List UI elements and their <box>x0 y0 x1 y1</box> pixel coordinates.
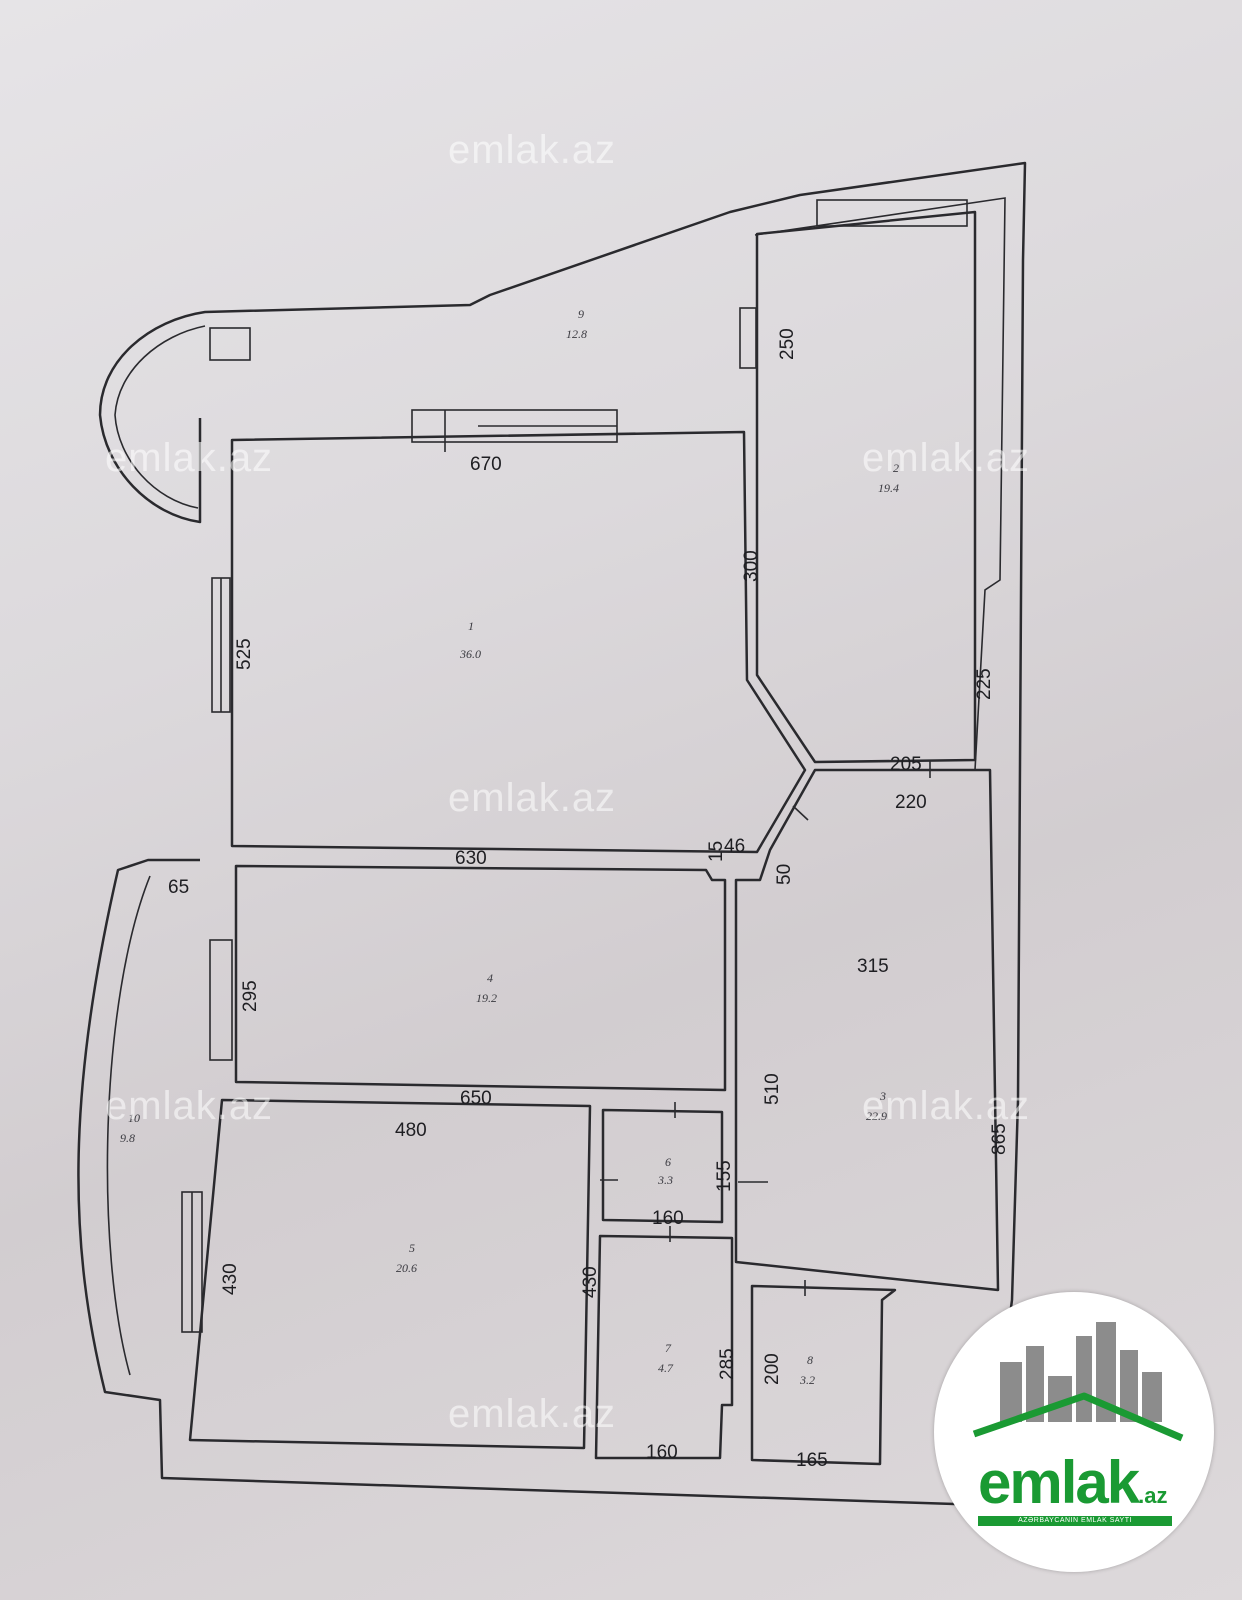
dim-label: 220 <box>895 792 927 813</box>
room-number: 10 <box>128 1111 140 1125</box>
dim-label: 650 <box>460 1088 492 1109</box>
room-3-walls <box>734 768 1000 1292</box>
room-7-walls <box>594 1234 734 1460</box>
room-area: 4.7 <box>658 1361 674 1375</box>
room-4-walls <box>234 864 727 1092</box>
room-number: 7 <box>665 1341 672 1355</box>
room-number: 3 <box>879 1089 886 1103</box>
room-area: 20.6 <box>396 1261 417 1275</box>
room-number: 2 <box>893 461 899 475</box>
watermark: emlak.az <box>448 128 617 172</box>
dim-label: 205 <box>890 754 922 775</box>
logo-wordmark: emlak.az <box>978 1448 1168 1517</box>
room-number: 5 <box>409 1241 415 1255</box>
logo-tld: .az <box>1138 1483 1168 1508</box>
outer-wall <box>77 161 1027 1507</box>
watermark: emlak.az <box>448 1392 617 1436</box>
dim-label: 15 <box>706 841 727 862</box>
top-right-wall-inner <box>754 197 1006 771</box>
dimension-labels: 670 250 300 525 225 205 220 630 15 46 50… <box>168 328 1010 1471</box>
room-1-walls <box>230 430 807 854</box>
dim-label: 430 <box>220 1263 241 1295</box>
room-labels: 1 36.0 2 19.4 3 22.9 4 19.2 5 20.6 6 3.3… <box>120 307 899 1387</box>
dim-label: 315 <box>857 956 889 977</box>
dim-label: 160 <box>646 1442 678 1463</box>
outer-wall-inner <box>114 325 206 509</box>
dim-label: 160 <box>652 1208 684 1229</box>
room-6-walls <box>601 1108 724 1224</box>
room-area: 3.2 <box>799 1373 815 1387</box>
dim-label: 480 <box>395 1120 427 1141</box>
room-2-walls <box>755 210 977 764</box>
dim-label: 525 <box>234 638 255 670</box>
room-number: 6 <box>665 1155 671 1169</box>
room-5-walls <box>188 1098 592 1450</box>
watermark: emlak.az <box>862 436 1031 480</box>
dim-label: 250 <box>777 328 798 360</box>
logo-name: emlak <box>978 1449 1140 1516</box>
room-number: 8 <box>807 1353 813 1367</box>
room-area: 22.9 <box>866 1109 887 1123</box>
room-area: 19.4 <box>878 481 899 495</box>
dim-label: 630 <box>455 848 487 869</box>
dim-label: 300 <box>741 550 762 582</box>
room-area: 3.3 <box>657 1173 673 1187</box>
left-balcony-inner <box>106 875 151 1376</box>
dim-label: 430 <box>580 1266 601 1298</box>
dim-label: 285 <box>717 1348 738 1380</box>
room-area: 9.8 <box>120 1131 135 1145</box>
dim-label: 865 <box>989 1123 1010 1155</box>
window-marks <box>181 199 968 1333</box>
room-area: 12.8 <box>566 327 587 341</box>
room-number: 4 <box>487 971 493 985</box>
buildings-icon <box>972 1322 1184 1442</box>
dim-label: 200 <box>762 1353 783 1385</box>
room-area: 36.0 <box>459 647 481 661</box>
room-number: 1 <box>468 619 474 633</box>
room-8-walls <box>750 1284 897 1466</box>
dim-label: 50 <box>774 864 795 885</box>
dim-label: 165 <box>796 1450 828 1471</box>
emlak-logo: emlak.az AZƏRBAYCANIN EMLAK SAYTI <box>934 1292 1214 1572</box>
room-area: 19.2 <box>476 991 497 1005</box>
dim-label: 46 <box>724 836 745 857</box>
watermark: emlak.az <box>105 436 274 480</box>
room-number: 9 <box>578 307 584 321</box>
dim-label: 295 <box>240 980 261 1012</box>
watermark: emlak.az <box>448 776 617 820</box>
dim-label: 155 <box>714 1160 735 1192</box>
logo-tagline: AZƏRBAYCANIN EMLAK SAYTI <box>978 1516 1172 1526</box>
watermark: emlak.az <box>862 1084 1031 1128</box>
dim-label: 510 <box>762 1073 783 1105</box>
watermark: emlak.az <box>105 1084 274 1128</box>
dim-label: 65 <box>168 877 189 898</box>
dim-label: 225 <box>974 668 995 700</box>
dim-label: 670 <box>470 454 502 475</box>
